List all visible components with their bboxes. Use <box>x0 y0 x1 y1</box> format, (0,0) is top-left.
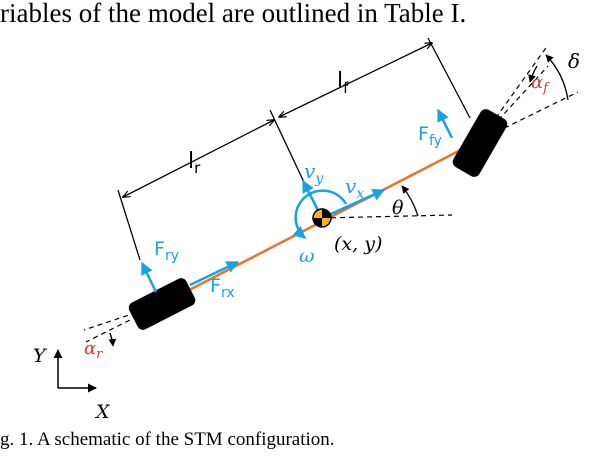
x-axis-label: X <box>94 401 111 423</box>
ffy-arrow <box>436 108 454 139</box>
vy-label: vy <box>304 159 324 187</box>
alpha-r-arc <box>108 332 117 347</box>
alpha-r-label: αr <box>84 338 103 362</box>
lf-dimension-line <box>279 43 432 117</box>
lr-label: lr <box>188 149 201 177</box>
fry-arrow <box>140 261 158 293</box>
horizontal-reference-dashed-line <box>321 214 453 219</box>
omega-label: ω <box>299 245 315 267</box>
figure-caption: g. 1. A schematic of the STM configurati… <box>0 429 335 450</box>
theta-arc <box>401 185 419 217</box>
lr-dimension-line <box>123 120 274 197</box>
front-extension-line <box>427 37 471 119</box>
y-axis-label: Y <box>33 345 48 367</box>
delta-label: δ <box>568 49 580 73</box>
theta-label: θ <box>392 197 404 219</box>
omega-arc <box>292 189 348 239</box>
frx-arrow <box>189 260 240 287</box>
ffy-label: Ffy <box>418 123 442 149</box>
front-wheel <box>452 109 508 177</box>
fry-label: Fry <box>154 238 179 264</box>
frx-label: Frx <box>210 275 235 301</box>
center-of-gravity-symbol <box>312 208 332 228</box>
rear-wheel <box>128 278 196 330</box>
rear-extension-line <box>117 189 141 261</box>
alpha-f-arc <box>528 65 538 83</box>
front-velocity-dashed-line <box>479 65 549 141</box>
alpha-f-label: αf <box>531 72 550 96</box>
delta-arc <box>545 54 569 101</box>
xy-label: (x, y) <box>334 233 382 255</box>
paper-text-line: riables of the model are outlined in Tab… <box>0 0 467 28</box>
lf-label: lf <box>337 69 349 97</box>
vx-label: vx <box>345 174 364 202</box>
vx-arrow <box>321 188 386 220</box>
